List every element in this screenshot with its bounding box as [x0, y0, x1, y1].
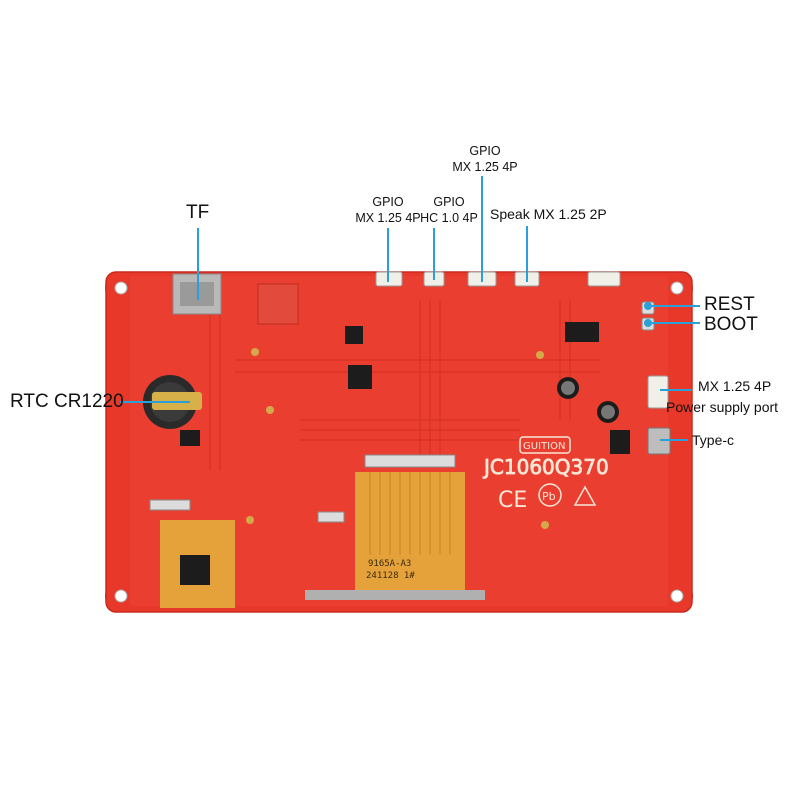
label-gpio-mx-left: GPIO MX 1.25 4P — [338, 194, 438, 226]
label-gpio-mx-left-line2: MX 1.25 4P — [355, 211, 421, 225]
label-gpio-mx-left-line1: GPIO — [372, 195, 404, 209]
label-tf: TF — [186, 202, 210, 223]
label-gpio-hc-line2: HC 1.0 4P — [420, 211, 478, 225]
ic-chips — [180, 283, 630, 454]
pcb-traces — [209, 300, 600, 470]
branding: GUITION JC1060Q370 CE Pb — [482, 436, 609, 513]
display-fpc: 9165A-A3 241128 1# — [305, 454, 485, 600]
label-gpio-mx-top-line1: GPIO — [469, 144, 501, 158]
label-gpio-hc-line1: GPIO — [433, 195, 465, 209]
callout-dots — [644, 302, 652, 327]
label-power-line1: MX 1.25 4P — [698, 378, 772, 394]
brand-logo: GUITION — [523, 441, 565, 452]
touch-fpc — [149, 499, 235, 608]
warning-triangle-icon — [573, 485, 597, 506]
pb-free-mark: Pb — [542, 490, 556, 503]
label-rtc: RTC CR1220 — [10, 391, 124, 412]
label-gpio-mx-top-line2: MX 1.25 4P — [452, 160, 518, 174]
label-rest: REST — [704, 294, 755, 315]
fpc-code-line-1: 9165A-A3 — [368, 559, 411, 569]
fpc-code-line-2: 241128 1# — [366, 571, 415, 581]
label-gpio-mx-top: GPIO MX 1.25 4P — [435, 143, 535, 175]
label-speak: Speak MX 1.25 2P — [490, 206, 607, 222]
model-number: JC1060Q370 — [482, 455, 609, 479]
power-connector — [647, 375, 669, 409]
label-boot: BOOT — [704, 314, 758, 335]
ce-mark: CE — [498, 488, 527, 513]
label-power-line2: Power supply port — [666, 399, 779, 415]
test-pads — [246, 348, 549, 529]
label-typec: Type-c — [692, 432, 735, 448]
capacitors — [557, 377, 619, 423]
callout-lines — [120, 176, 700, 441]
spare-connector — [587, 271, 621, 287]
small-ffc-connector — [317, 511, 345, 523]
label-gpio-hc: GPIO HC 1.0 4P — [404, 194, 494, 226]
